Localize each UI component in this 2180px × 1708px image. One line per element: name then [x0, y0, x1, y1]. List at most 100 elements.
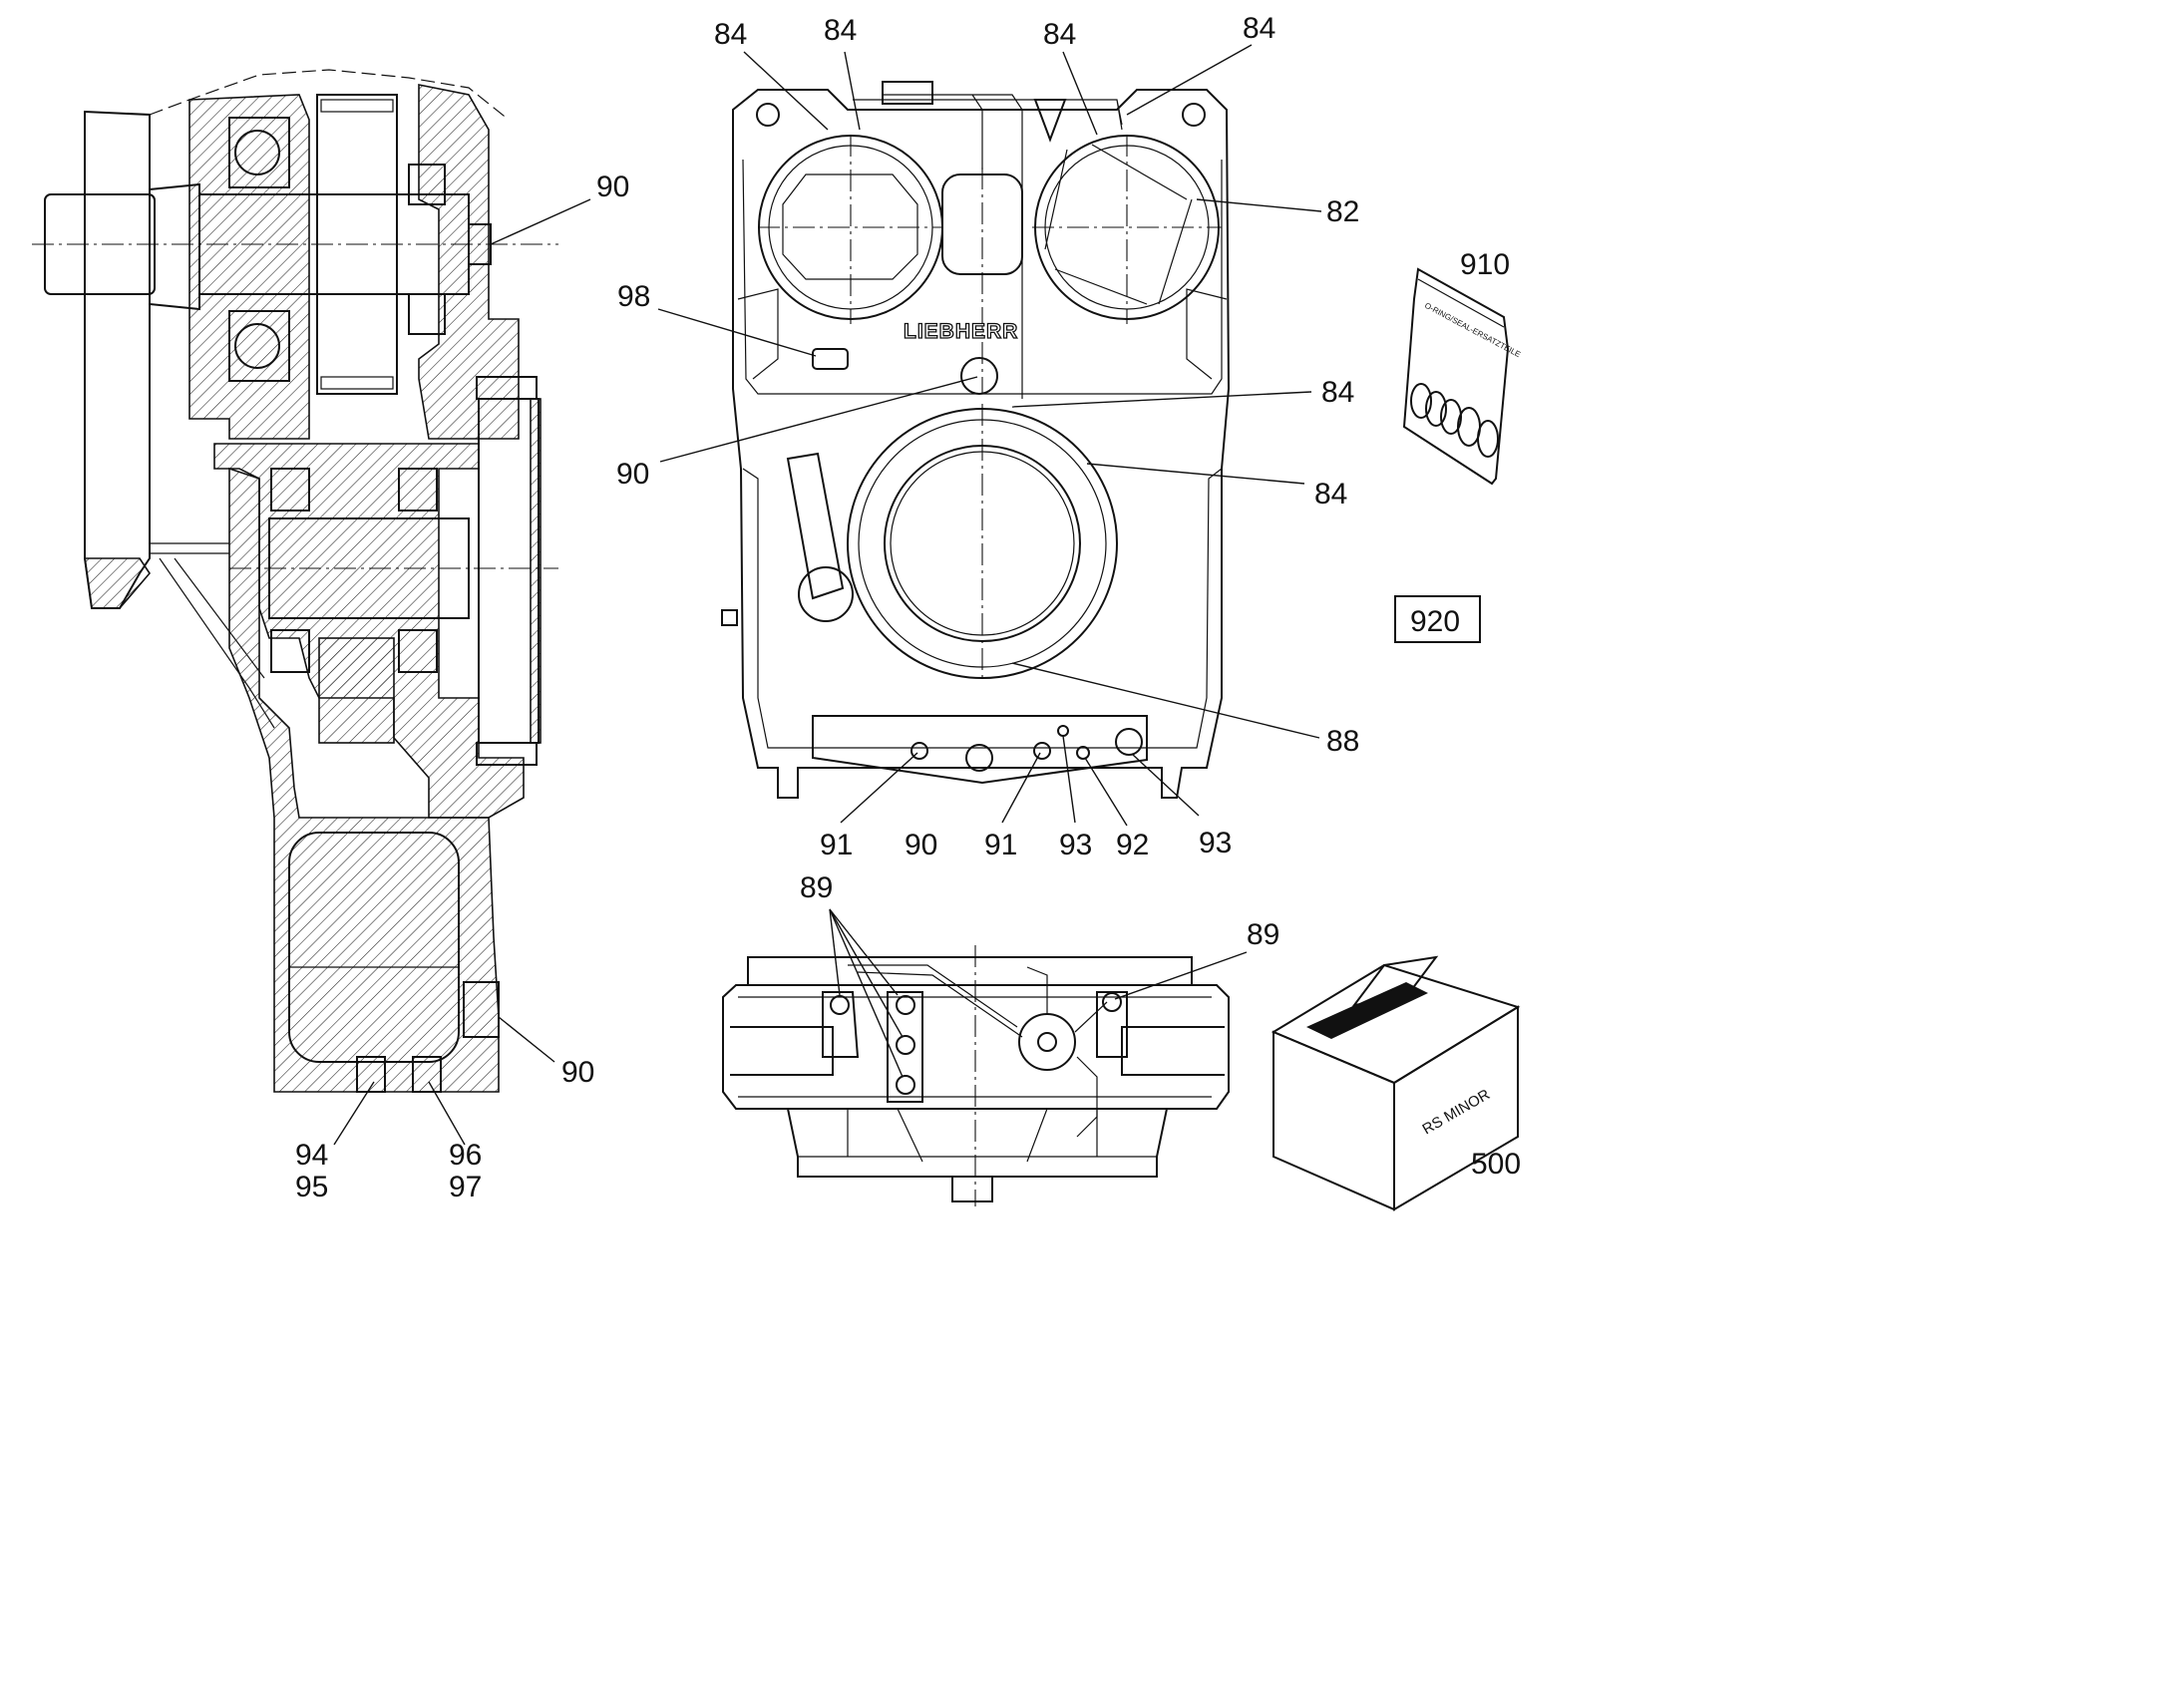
leader	[1062, 51, 1098, 136]
base	[787, 1108, 1168, 1178]
leader	[840, 752, 918, 824]
o-ring-icon	[1440, 399, 1462, 435]
flange-foot	[84, 557, 152, 609]
leader	[829, 908, 899, 996]
plug-91	[1033, 742, 1051, 760]
lifting-eye	[1182, 103, 1206, 127]
retaining-clip	[1044, 144, 1193, 305]
callout-82: 82	[1326, 195, 1359, 228]
lifting-eye	[756, 103, 780, 127]
leader	[844, 51, 861, 131]
o-ring-icon	[1477, 420, 1499, 458]
cover-plate-edge	[530, 398, 542, 744]
callout-94: 94	[295, 1139, 328, 1172]
callout-97: 97	[449, 1171, 482, 1203]
drain-plug	[412, 1056, 442, 1093]
parts-diagram: 90 90 94 95 96 97 LIEBHERR	[32, 12, 1522, 1211]
side-lug	[1121, 1026, 1225, 1076]
bolt-89	[896, 1035, 915, 1055]
callout-500: 500	[1471, 1148, 1521, 1181]
distributor-block	[1018, 1013, 1076, 1071]
box-front-face	[1272, 1030, 1395, 1211]
bearing-ball	[234, 130, 280, 175]
callout-88: 88	[1326, 725, 1359, 758]
bolt-89	[1102, 992, 1122, 1012]
drain-plug	[463, 981, 500, 1038]
bottom-oil-pan	[812, 715, 1148, 785]
name-plate-tab	[812, 348, 849, 370]
leader	[1011, 662, 1320, 739]
callout-84: 84	[824, 14, 857, 47]
bearing-ball	[234, 323, 280, 369]
sight-glass	[960, 357, 998, 395]
housing-inner-edge	[737, 288, 779, 380]
output-spigot	[951, 1176, 993, 1202]
callout-84: 84	[1043, 18, 1076, 51]
callout-91: 91	[820, 829, 853, 861]
side-lug	[730, 1026, 834, 1076]
side-section-view	[32, 69, 558, 1093]
leader	[1062, 735, 1076, 824]
lube-lines	[848, 964, 1108, 1138]
callout-95: 95	[295, 1171, 328, 1203]
leader	[1126, 44, 1253, 116]
bolt-89	[896, 1075, 915, 1095]
roller-bearing	[398, 629, 438, 673]
intermediate-gear	[318, 637, 395, 744]
leader	[1001, 752, 1041, 824]
base-ribs	[798, 1108, 1157, 1163]
callout-98: 98	[617, 280, 650, 313]
top-plate	[747, 956, 1193, 986]
callout-84: 84	[1243, 12, 1275, 45]
main-body	[722, 984, 1230, 1110]
upper-gear-teeth	[320, 376, 394, 390]
plug-90	[965, 744, 993, 772]
bag-outline	[1402, 267, 1510, 486]
housing-inner-edge	[742, 468, 1223, 749]
callout-89: 89	[800, 871, 833, 904]
breather-pipe	[853, 94, 1123, 399]
part-number-920: 920	[1410, 605, 1460, 638]
callout-910: 910	[1460, 248, 1510, 281]
box-label: RS MINOR	[1420, 1086, 1494, 1138]
callout-84: 84	[1314, 478, 1347, 511]
leader	[829, 908, 841, 996]
torque-arm	[786, 452, 845, 600]
callout-96: 96	[449, 1139, 482, 1172]
motor-adapter	[782, 173, 918, 280]
box-top	[1271, 963, 1521, 1085]
o-ring-icon	[1410, 383, 1432, 419]
drain-plug	[356, 1056, 386, 1093]
upper-housing	[188, 94, 310, 440]
leader	[1011, 391, 1312, 408]
roller-bearing	[270, 629, 310, 673]
leader	[829, 908, 904, 1038]
callout-84: 84	[1321, 376, 1354, 409]
bolt-89	[830, 995, 850, 1015]
callout-84: 84	[714, 18, 747, 51]
callout-91: 91	[984, 829, 1017, 861]
leader	[333, 1081, 375, 1146]
plug-93	[1115, 728, 1143, 756]
leader	[1196, 198, 1322, 212]
roller-bearing	[270, 468, 310, 512]
part-number-box	[1394, 595, 1481, 643]
distributor-core	[1037, 1032, 1057, 1052]
callout-93: 93	[1059, 829, 1092, 861]
inner-contour	[738, 996, 1212, 1098]
leader	[1114, 951, 1248, 1000]
leader	[743, 51, 829, 131]
bearing-upper-left	[228, 117, 290, 188]
callout-89: 89	[1247, 918, 1279, 951]
breather-valve	[882, 81, 933, 105]
front-view: LIEBHERR	[721, 81, 1231, 799]
bag-seal-top	[1417, 278, 1505, 328]
brand-label: LIEBHERR	[904, 320, 1018, 343]
housing-inner-edge	[1186, 288, 1228, 380]
flange-centerline	[758, 135, 942, 324]
plug-91	[910, 742, 928, 760]
lower-housing	[228, 467, 500, 1093]
housing-rib	[150, 542, 275, 729]
roller-bearing	[408, 293, 446, 335]
o-ring-icon	[1425, 391, 1447, 427]
